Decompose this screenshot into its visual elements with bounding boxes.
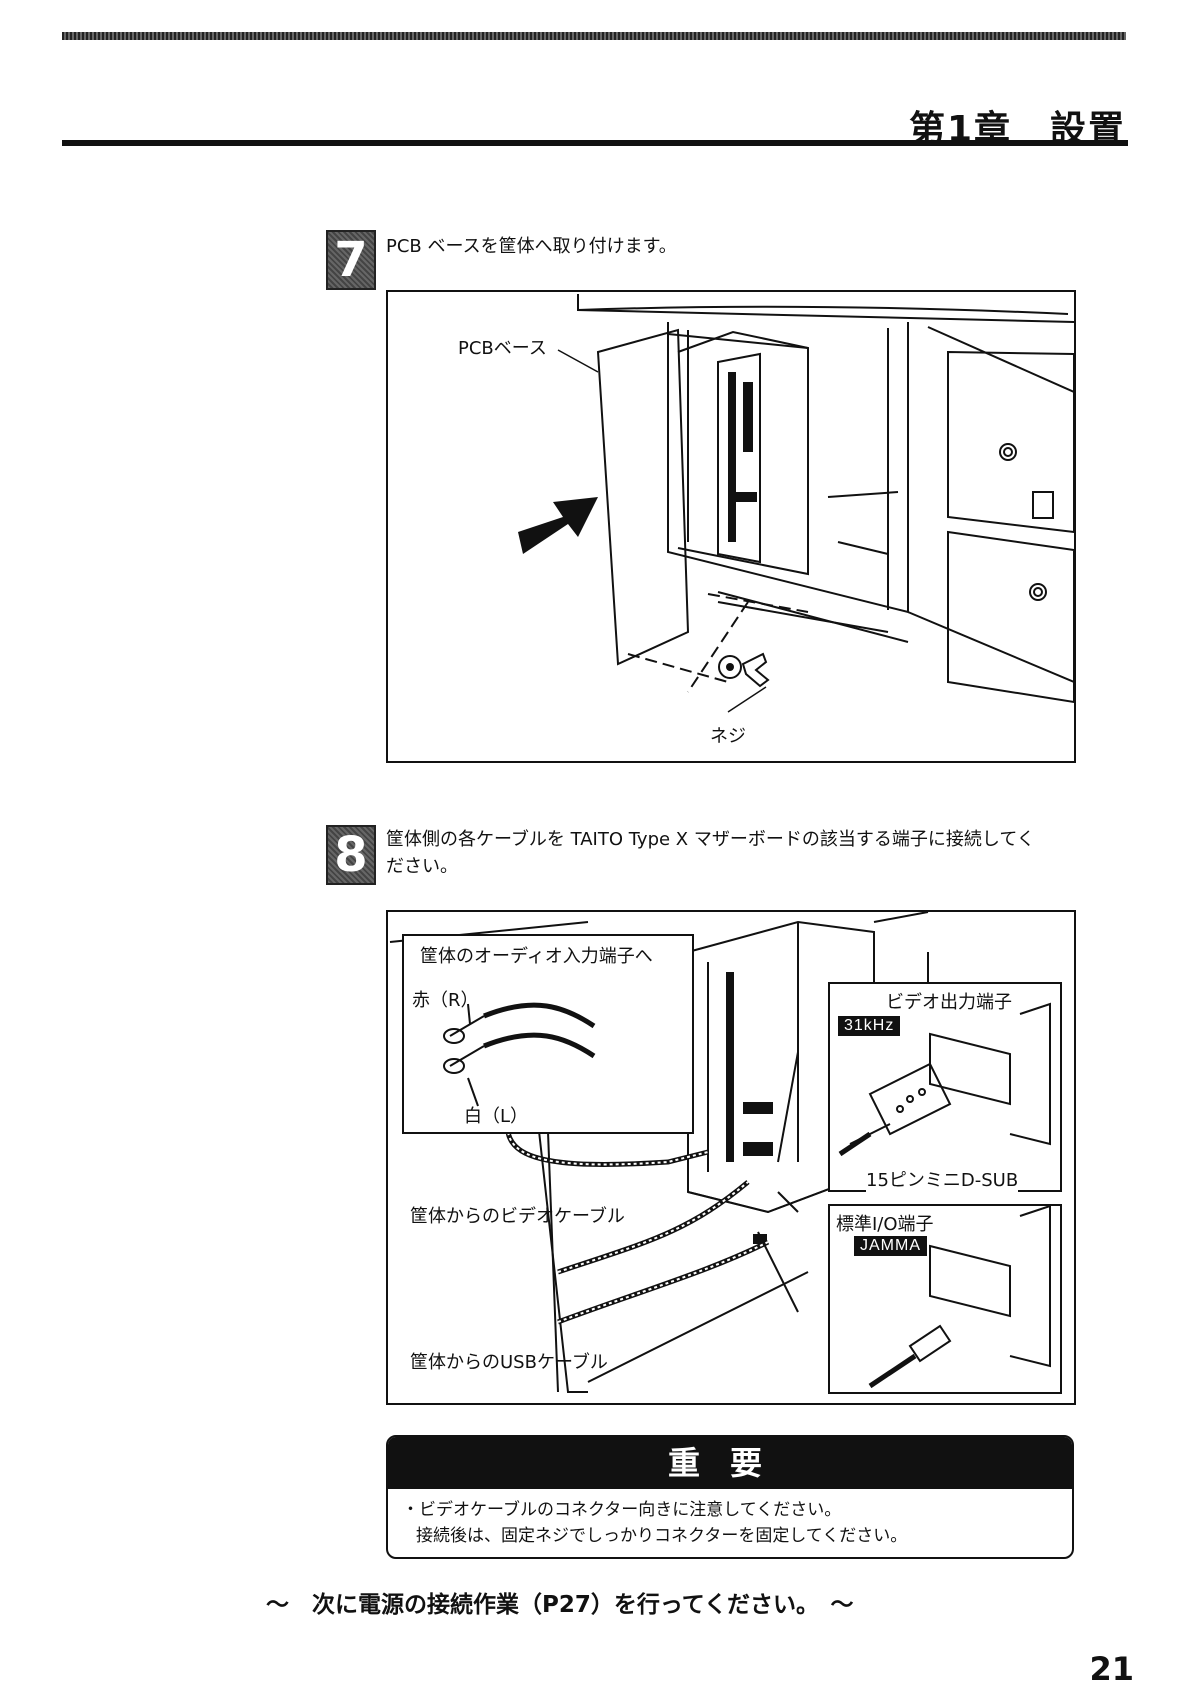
usb-connector-illustration xyxy=(868,1206,1051,1389)
pcb-base-label: PCBベース xyxy=(458,334,547,360)
red-label: 赤（R） xyxy=(412,990,479,1011)
important-line-2: 接続後は、固定ネジでしっかりコネクターを固定してください。 xyxy=(416,1526,908,1546)
io-inset-box: 標準I/O端子 JAMMA xyxy=(828,1204,1062,1394)
usb-cable-label: 筐体からのUSBケーブル xyxy=(410,1352,608,1373)
audio-box-title: 筐体のオーディオ入力端子へ xyxy=(420,942,653,968)
important-heading: 重要 xyxy=(388,1437,1072,1489)
step-7-number: 7 xyxy=(326,230,376,290)
step-8-text-line2: ださい。 xyxy=(386,856,458,877)
next-step-instruction: ～ 次に電源の接続作業（P27）を行ってください。 ～ xyxy=(266,1592,854,1618)
video-out-title: ビデオ出力端子 xyxy=(886,992,1012,1013)
step-8-text-line1: 筐体側の各ケーブルを TAITO Type X マザーボードの該当する端子に接続… xyxy=(386,829,1035,850)
step-8-number: 8 xyxy=(326,825,376,885)
io-title: 標準I/O端子 xyxy=(836,1214,934,1235)
top-decorative-bar xyxy=(62,32,1126,40)
cable-connection-illustration xyxy=(389,912,929,1393)
audio-inset-box: 筐体のオーディオ入力端子へ 赤（R） 白（L） xyxy=(402,934,694,1134)
figure-cable-connection: 筐体のオーディオ入力端子へ 赤（R） 白（L） ビデオ出力端子 31kHz 15… xyxy=(386,910,1076,1405)
dsub-connector-illustration xyxy=(838,1002,1051,1157)
important-line-1: ・ビデオケーブルのコネクター向きに注意してください。 xyxy=(402,1500,842,1520)
pcb-install-illustration xyxy=(518,294,1074,713)
figure-pcb-install: PCBベース ネジ xyxy=(386,290,1076,763)
page-number: 21 xyxy=(1089,1650,1134,1688)
video-out-inset-box: ビデオ出力端子 31kHz 15ピンミニD-SUB xyxy=(828,982,1062,1192)
screw-label: ネジ xyxy=(710,722,746,748)
io-type-badge: JAMMA xyxy=(854,1236,927,1256)
rca-plugs-illustration xyxy=(443,1002,596,1107)
dsub-label: 15ピンミニD-SUB xyxy=(866,1166,1019,1192)
white-label: 白（L） xyxy=(464,1106,529,1127)
video-frequency-badge: 31kHz xyxy=(838,1016,901,1036)
header-rule xyxy=(62,140,1128,146)
video-cable-label: 筐体からのビデオケーブル xyxy=(410,1206,625,1227)
important-notice: 重要 ・ビデオケーブルのコネクター向きに注意してください。 接続後は、固定ネジで… xyxy=(386,1435,1074,1559)
step-7-text: PCB ベースを筐体へ取り付けます。 xyxy=(386,236,677,257)
